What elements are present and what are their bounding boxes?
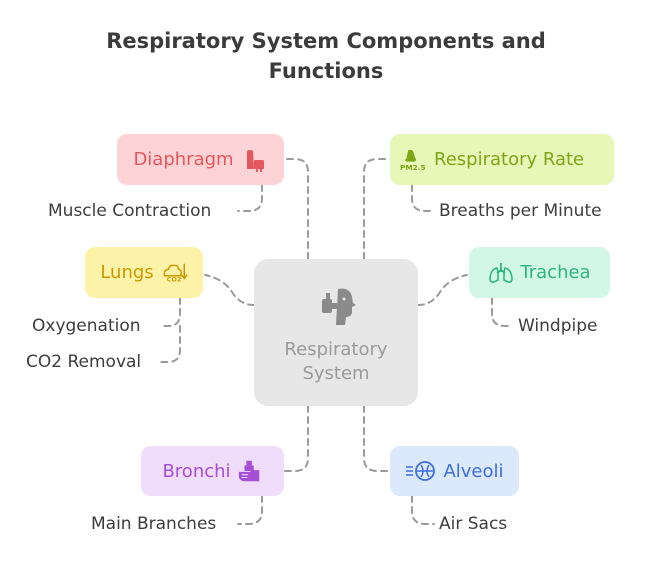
- node-alveoli-label: Alveoli: [443, 460, 504, 482]
- title-line-2: Functions: [268, 59, 384, 83]
- node-rate-label: Respiratory Rate: [434, 149, 585, 170]
- link-diaphragm: [283, 158, 309, 260]
- sublink-lungs-2: [159, 325, 181, 363]
- sub-bronchi: Main Branches: [91, 514, 217, 534]
- sublink-alveoli: [411, 495, 435, 525]
- diagram-title: Respiratory System Components and Functi…: [0, 26, 652, 86]
- node-alveoli: Alveoli: [390, 446, 519, 496]
- node-trachea: Trachea: [469, 247, 610, 298]
- link-lungs: [204, 274, 255, 306]
- sub-trachea: Windpipe: [518, 316, 598, 336]
- node-lungs-label: Lungs: [100, 262, 154, 283]
- node-rate: PM2.5 Respiratory Rate: [390, 134, 614, 185]
- sub-rate: Breaths per Minute: [439, 201, 602, 221]
- center-node: Respiratory System: [254, 259, 418, 406]
- node-bronchi: Bronchi: [141, 446, 284, 496]
- svg-text:PM2.5: PM2.5: [400, 162, 426, 171]
- sublink-rate: [411, 184, 435, 212]
- sublink-diaphragm: [237, 184, 263, 212]
- node-diaphragm-label: Diaphragm: [133, 149, 234, 170]
- svg-text:CO2: CO2: [166, 275, 181, 283]
- co2-cloud-icon: CO2: [162, 260, 188, 286]
- pm25-nose-icon: PM2.5: [400, 147, 426, 173]
- node-trachea-label: Trachea: [520, 262, 591, 283]
- sublink-trachea: [491, 297, 513, 327]
- center-label-line-1: Respiratory: [284, 339, 388, 360]
- title-line-1: Respiratory System Components and: [106, 29, 546, 53]
- lungs-icon: [488, 260, 514, 286]
- sublink-bronchi: [237, 495, 263, 525]
- link-trachea: [417, 274, 468, 306]
- link-rate: [363, 158, 391, 260]
- hand-inhaler-icon: [237, 458, 263, 484]
- sub-alveoli: Air Sacs: [439, 514, 508, 534]
- sub-diaphragm: Muscle Contraction: [48, 201, 212, 221]
- air-sacs-icon: [405, 458, 437, 484]
- node-lungs: Lungs CO2: [85, 247, 203, 298]
- sub-lungs-1: Oxygenation: [32, 316, 141, 336]
- link-alveoli: [363, 405, 391, 472]
- inhaler-face-icon: [314, 288, 358, 332]
- sub-lungs-2: CO2 Removal: [26, 352, 142, 372]
- center-label-line-2: System: [302, 363, 370, 384]
- sublink-lungs-1: [159, 297, 181, 327]
- link-bronchi: [283, 405, 309, 472]
- node-diaphragm: Diaphragm: [117, 134, 284, 185]
- inhaler-icon: [242, 147, 268, 173]
- node-bronchi-label: Bronchi: [162, 460, 231, 482]
